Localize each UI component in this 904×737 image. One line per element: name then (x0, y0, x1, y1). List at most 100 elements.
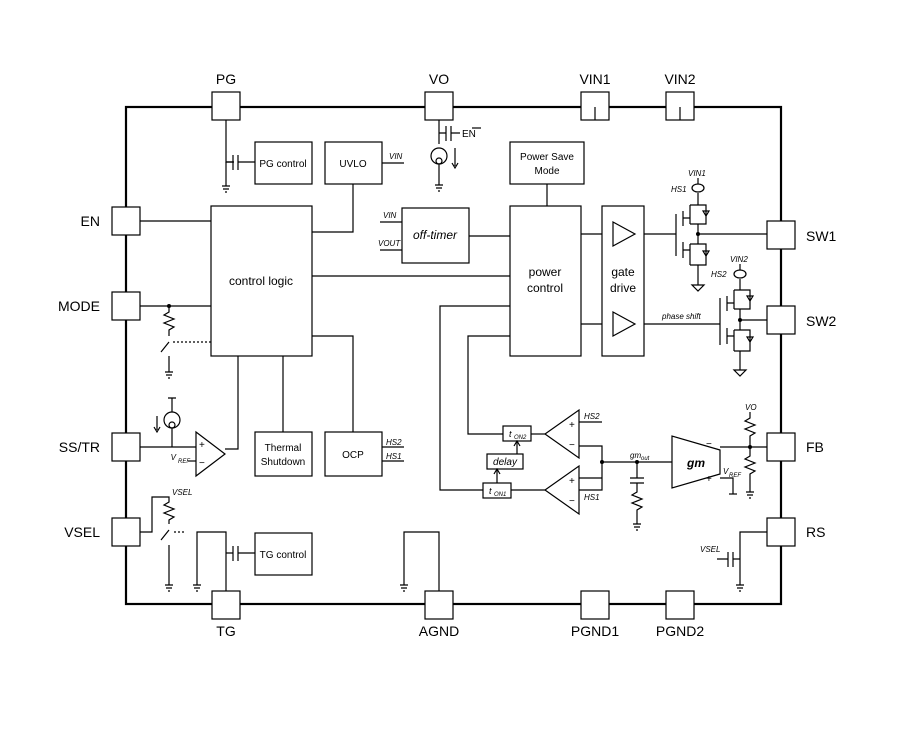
sw1-vin1-label: VIN1 (688, 169, 706, 178)
power-save-label-2: Mode (534, 166, 559, 177)
tg-fet (193, 531, 255, 592)
pg-control-block: PG control (254, 141, 313, 185)
power-control-label-2: control (527, 281, 563, 295)
sw2-hs2-label: HS2 (711, 270, 727, 279)
sw2-switches: phase shift VIN2 HS2 (644, 255, 767, 377)
comparator-2: + − HS2 (531, 408, 603, 491)
vsel-circuit: VSEL (140, 488, 192, 592)
ton1-sub: ON1 (494, 492, 506, 498)
tg-control-block: TG control (254, 532, 313, 576)
pin-rs: RS (766, 517, 825, 547)
uvlo-label: UVLO (339, 159, 366, 170)
gmout-sub: out (641, 456, 650, 462)
power-pin-stubs (594, 107, 681, 120)
ss-amp-plus: + (199, 440, 205, 451)
ocp-hs1-label: HS1 (386, 452, 402, 461)
pin-vin1-label: VIN1 (579, 71, 610, 87)
off-timer-label: off-timer (413, 228, 458, 242)
sstr-circuit: + − V REF (140, 397, 226, 478)
off-timer-block: off-timer (401, 207, 470, 264)
ss-amplifier (195, 430, 226, 478)
vsel-sw-label: VSEL (172, 488, 192, 497)
sw2-vin2-label: VIN2 (730, 255, 748, 264)
gm-circuit: gm out gm − + V REF VO (600, 403, 767, 531)
agnd-wiring (400, 531, 440, 592)
control-logic-label: control logic (229, 274, 293, 288)
uvlo-vin-label: VIN (389, 152, 403, 161)
comp2-minus: − (569, 440, 575, 451)
vref-ss-label: V (171, 453, 177, 462)
vref-gm-label: V (723, 467, 729, 476)
ss-amp-minus: − (199, 458, 205, 469)
pin-tg: TG (211, 590, 241, 639)
pin-sstr-label: SS/TR (59, 439, 100, 455)
pin-agnd: AGND (419, 590, 459, 639)
pin-mode-label: MODE (58, 298, 100, 314)
pin-sw1: SW1 (766, 220, 837, 250)
gm-label: gm (686, 456, 705, 470)
pin-vsel: VSEL (64, 517, 141, 547)
phase-shift-label: phase shift (661, 312, 701, 321)
ocp-hs2-label: HS2 (386, 438, 402, 447)
mode-pulldown (160, 304, 211, 379)
power-control-label-1: power (529, 265, 562, 279)
comp1-plus: + (569, 476, 575, 487)
uvlo-vin: VIN (382, 152, 404, 164)
pin-vo-label: VO (429, 71, 449, 87)
thermal-label-1: Thermal (265, 443, 302, 454)
ocp-signals: HS2 HS1 (382, 438, 404, 462)
pin-pgnd1: PGND1 (571, 590, 619, 639)
pin-vin2: VIN2 (664, 71, 696, 121)
pin-sw2-label: SW2 (806, 313, 837, 329)
gate-drive-block: gate drive (601, 205, 645, 357)
pin-sw2: SW2 (766, 305, 837, 335)
vo-circuit: EN (430, 120, 481, 192)
thermal-shutdown-block: Thermal Shutdown (254, 431, 313, 477)
pg-control-label: PG control (259, 159, 306, 170)
ton2-t: t (509, 429, 512, 439)
power-control-block: power control (509, 205, 582, 357)
comp2-plus: + (569, 420, 575, 431)
vref-gm-sub: REF (729, 473, 741, 479)
gate-drive-label-1: gate (611, 265, 635, 279)
thermal-label-2: Shutdown (261, 457, 305, 468)
pin-tg-label: TG (216, 623, 235, 639)
pin-fb: FB (766, 432, 824, 462)
pc-gd-wiring (439, 233, 602, 491)
ton1-t: t (489, 486, 492, 496)
fb-vo-label: VO (745, 403, 757, 412)
rs-vsel-label: VSEL (700, 545, 720, 554)
sw1-switches: VIN1 HS1 (644, 169, 767, 292)
pin-en: EN (81, 206, 141, 236)
comp2-hs2-label: HS2 (584, 412, 600, 421)
pin-pgnd2-label: PGND2 (656, 623, 704, 639)
gm-plus: + (706, 474, 712, 485)
pin-rs-label: RS (806, 524, 825, 540)
gate-driver-2-symbol (612, 310, 637, 338)
pin-fb-label: FB (806, 439, 824, 455)
gate-driver-1-symbol (612, 220, 637, 248)
comp1-minus: − (569, 496, 575, 507)
ton1-block: t ON1 (482, 482, 512, 499)
pin-mode: MODE (58, 291, 141, 321)
comparator-1: + − HS1 (511, 464, 602, 516)
pin-pg-label: PG (216, 71, 236, 87)
ocp-label: OCP (342, 450, 364, 461)
power-save-block: Power Save Mode (509, 141, 585, 185)
gm-minus: − (706, 439, 712, 450)
pin-sw1-label: SW1 (806, 228, 837, 244)
delay-label: delay (493, 457, 518, 468)
pin-pgnd1-label: PGND1 (571, 623, 619, 639)
pin-vin2-label: VIN2 (664, 71, 695, 87)
gmout-label: gm (630, 451, 641, 460)
ocp-block: OCP (324, 431, 383, 477)
vref-ss-sub: REF (178, 459, 190, 465)
control-logic-block: control logic (210, 205, 313, 357)
ton2-sub: ON2 (514, 435, 527, 441)
pin-agnd-label: AGND (419, 623, 459, 639)
off-timer-wiring: VIN VOUT (378, 184, 548, 251)
pin-sstr: SS/TR (59, 432, 141, 462)
comp1-hs1-label: HS1 (584, 493, 600, 502)
pin-vsel-label: VSEL (64, 524, 100, 540)
